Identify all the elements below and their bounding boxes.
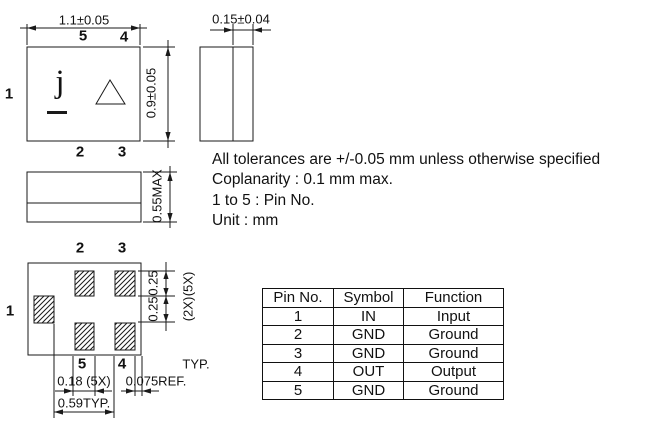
cell-symbol: GND [333, 380, 404, 400]
top-height-dimension: 0.9±0.05 [143, 67, 159, 119]
note-line: 1 to 5 : Pin No. [212, 191, 315, 209]
arrowhead-icon [163, 314, 169, 322]
pitch-dimension: 0.59TYP. [57, 395, 111, 411]
cell-function: Ground [403, 380, 504, 400]
max-height-dimension: 0.55MAX [149, 169, 165, 223]
front-view [26, 166, 177, 228]
arrowhead-icon [95, 388, 104, 394]
edge-gap-dimension: 0.075REF. [125, 373, 187, 389]
pad-3 [114, 270, 136, 297]
top-view [20, 24, 175, 148]
top-width-dimension: 1.1±0.05 [58, 12, 110, 28]
logo-underline [47, 111, 67, 114]
note-line: Unit : mm [212, 211, 279, 229]
table-row: 2 GND Ground [262, 325, 504, 345]
arrowhead-icon [163, 296, 169, 304]
table-header-row: Pin No. Symbol Function [262, 288, 504, 308]
arrowhead-icon [224, 27, 233, 33]
arrowhead-icon [131, 25, 140, 31]
top-view-pin-2: 2 [75, 143, 85, 161]
cell-pin-no: 4 [262, 362, 334, 382]
arrowhead-icon [167, 172, 173, 181]
arrowhead-icon [165, 47, 171, 56]
bottom-view-pin-1: 1 [5, 302, 15, 320]
cell-pin-no: 5 [262, 380, 334, 400]
side-view-outline [199, 46, 254, 142]
arrowhead-icon [126, 388, 135, 394]
cell-function: Output [403, 362, 504, 382]
top-view-pin-1: 1 [4, 85, 14, 103]
arrowhead-icon [142, 388, 151, 394]
arrowhead-icon [253, 27, 262, 33]
pad-width-dimension: 0.18 (5X) [57, 373, 111, 389]
cell-symbol: GND [333, 325, 404, 345]
note-line: All tolerances are +/-0.05 mm unless oth… [212, 151, 601, 168]
tolerance-notes: All tolerances are +/-0.05 mm unless oth… [212, 150, 600, 231]
arrowhead-icon [165, 132, 171, 141]
table-row: 4 OUT Output [262, 362, 504, 382]
pad-5 [74, 322, 95, 351]
note-line: Coplanarity : 0.1 mm max. [212, 171, 393, 189]
arrowhead-icon [163, 288, 169, 296]
bottom-view-pin-4: 4 [117, 355, 127, 373]
header-function: Function [403, 288, 504, 308]
table-row: 5 GND Ground [262, 380, 504, 400]
arrowhead-icon [163, 271, 169, 279]
arrowhead-icon [27, 25, 36, 31]
header-pin-no: Pin No. [262, 288, 334, 308]
pad-2 [74, 270, 95, 297]
top-view-pin-5: 5 [78, 27, 88, 45]
orientation-triangle-icon [95, 79, 126, 105]
land-pattern-outline [27, 262, 142, 356]
table-row: 1 IN Input [262, 306, 504, 326]
cell-function: Input [403, 306, 504, 326]
pad-height-dimension: 0.25 [145, 270, 161, 296]
front-view-outline [26, 171, 142, 223]
bottom-view-pin-2: 2 [75, 239, 85, 257]
bottom-view [27, 262, 175, 418]
top-view-outline [26, 46, 141, 142]
row-gap-dimension: 0.25 [145, 296, 161, 322]
manufacturer-logo: j [55, 64, 65, 100]
arrowhead-icon [105, 409, 114, 415]
pad-4 [114, 322, 136, 351]
cell-pin-no: 2 [262, 325, 334, 345]
pin-function-table: Pin No. Symbol Function 1 IN Input 2 GND… [262, 288, 504, 400]
row-gap-count: (2X) [180, 296, 196, 322]
bottom-view-pin-5: 5 [77, 355, 87, 373]
pad-height-count: (5X) [180, 271, 196, 297]
arrowhead-icon [64, 388, 73, 394]
arrowhead-icon [167, 213, 173, 222]
cell-function: Ground [403, 343, 504, 363]
side-view [199, 24, 271, 142]
cell-function: Ground [403, 325, 504, 345]
cell-pin-no: 3 [262, 343, 334, 363]
table-row: 3 GND Ground [262, 343, 504, 363]
pad-1 [33, 295, 55, 324]
cell-symbol: GND [333, 343, 404, 363]
top-view-pin-4: 4 [119, 28, 129, 46]
top-view-pin-3: 3 [117, 143, 127, 161]
cell-pin-no: 1 [262, 306, 334, 326]
arrowhead-icon [54, 409, 63, 415]
typ-label: TYP. [182, 356, 210, 372]
cell-symbol: IN [333, 306, 404, 326]
header-symbol: Symbol [333, 288, 404, 308]
bottom-view-pin-3: 3 [117, 239, 127, 257]
lid-width-dimension: 0.15±0.04 [212, 11, 270, 27]
cell-symbol: OUT [333, 362, 404, 382]
